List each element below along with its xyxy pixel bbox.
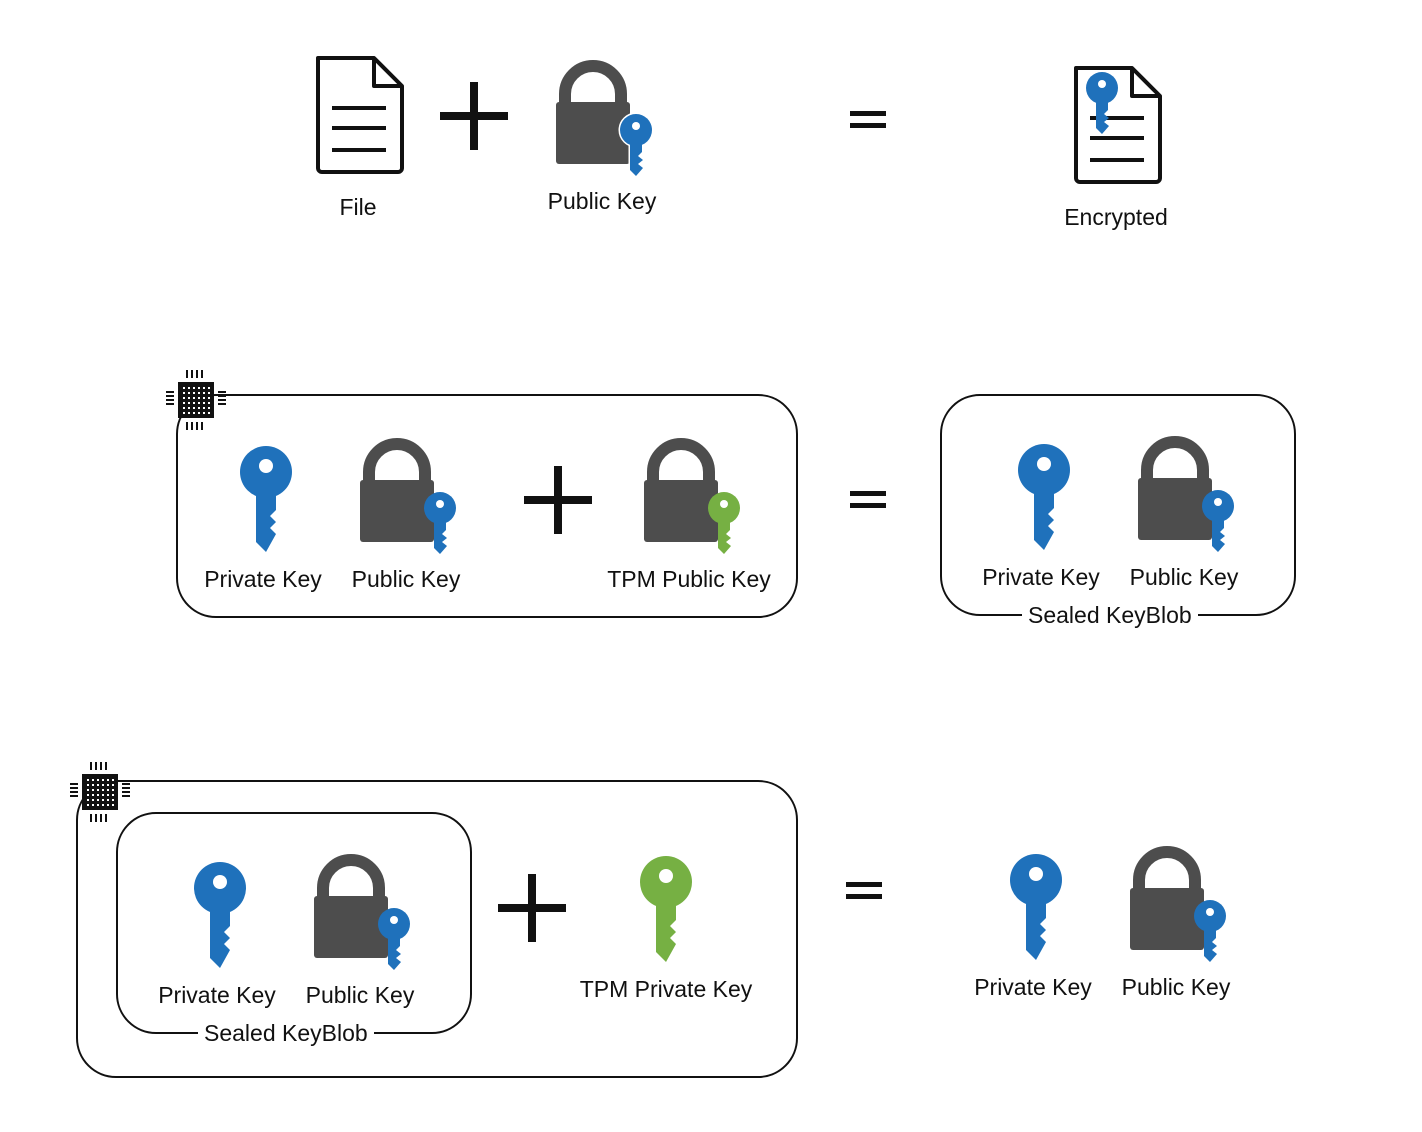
result-public-key-label: Public Key [1121, 974, 1231, 1000]
equals-icon [850, 111, 886, 128]
equals-icon [850, 491, 886, 508]
tpm-chip-icon [165, 369, 227, 431]
result-private-key-label: Private Key [982, 564, 1100, 590]
lock-public-key-icon [1130, 844, 1226, 962]
private-key-icon [240, 446, 292, 552]
lock-public-key-icon [1138, 434, 1234, 552]
encrypted-label: Encrypted [1064, 204, 1168, 230]
file-label: File [339, 194, 377, 220]
file-icon [316, 56, 404, 174]
tpm-chip-icon [69, 761, 131, 823]
lock-tpm-public-key-icon [644, 436, 740, 554]
private-key-icon [1018, 444, 1070, 550]
tpm-boundary-box [176, 394, 798, 618]
result-public-key-label: Public Key [1129, 564, 1239, 590]
tpm-public-key-label: TPM Public Key [607, 566, 771, 592]
lock-public-key-icon [556, 58, 654, 178]
private-key-label: Private Key [158, 982, 276, 1008]
public-key-label: Public Key [305, 982, 415, 1008]
plus-icon [524, 466, 592, 534]
lock-public-key-icon [360, 436, 456, 554]
public-key-label: Public Key [351, 566, 461, 592]
sealed-keyblob-caption: Sealed KeyBlob [198, 1020, 374, 1047]
lock-public-key-icon [314, 852, 410, 970]
public-key-label: Public Key [547, 188, 657, 214]
result-private-key-label: Private Key [974, 974, 1092, 1000]
private-key-icon [194, 862, 246, 968]
tpm-private-key-icon [640, 856, 692, 962]
private-key-icon [1010, 854, 1062, 960]
tpm-private-key-label: TPM Private Key [579, 976, 753, 1002]
plus-icon [440, 82, 508, 150]
tpm-boundary-box [76, 780, 798, 1078]
sealed-keyblob-caption: Sealed KeyBlob [1022, 602, 1198, 629]
equals-icon [846, 882, 882, 899]
private-key-label: Private Key [204, 566, 322, 592]
encrypted-file-icon [1074, 66, 1162, 184]
plus-icon [498, 874, 566, 942]
